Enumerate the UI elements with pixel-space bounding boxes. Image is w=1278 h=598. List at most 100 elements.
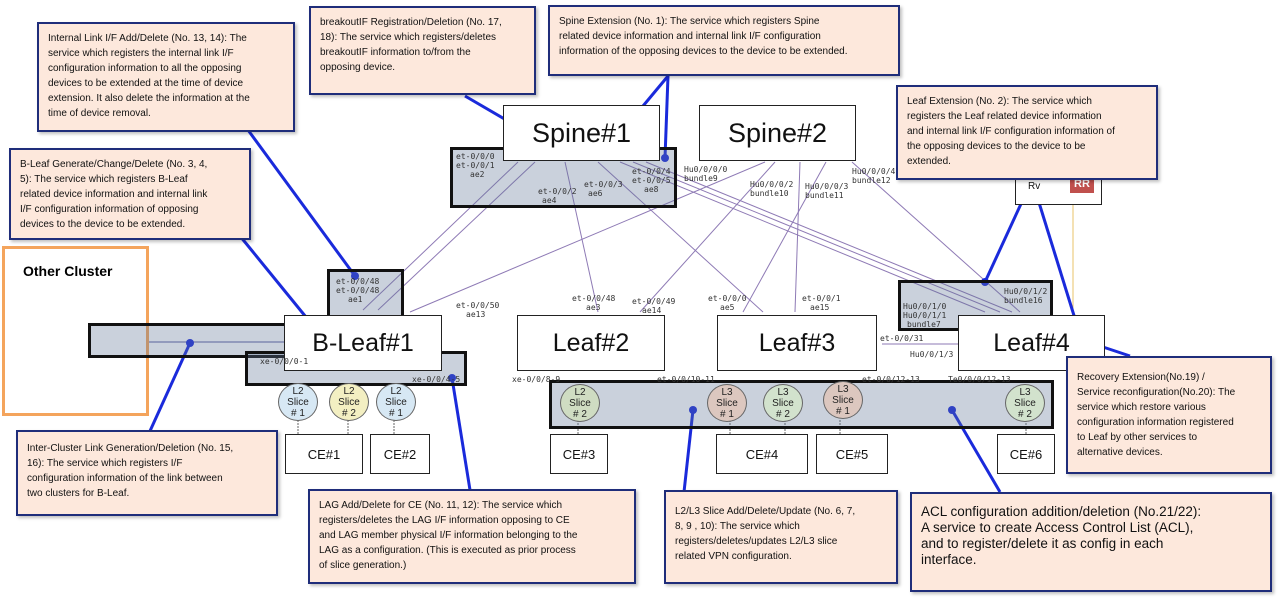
callout-line: alternative devices. <box>1077 447 1163 458</box>
callout-line: devices to the device to be extended. <box>20 219 186 230</box>
leaf-3-label: Leaf#3 <box>758 328 836 357</box>
slice-word: Slice <box>716 397 738 409</box>
callout-line: time of device removal. <box>48 108 151 119</box>
callout-breakout: breakoutIF Registration/Deletion (No. 17… <box>309 6 536 95</box>
callout-line: configuration information to all the opp… <box>48 63 242 74</box>
slice-number: # 1 <box>836 405 850 417</box>
port-line: bundle11 <box>805 191 844 200</box>
ce-5[interactable]: CE#5 <box>816 434 888 474</box>
callout-slice: L2/L3 Slice Add/Delete/Update (No. 6, 7,… <box>664 490 898 584</box>
slice-type: L3 <box>1019 386 1031 398</box>
port-line: Hu0/0/1/2 <box>1004 287 1048 296</box>
port-l4-te: Te0/0/0/12-13 <box>948 375 1011 384</box>
port-line: Hu0/0/0/0 <box>684 165 728 174</box>
callout-line: breakoutIF information to/from the <box>320 47 471 58</box>
link-sp2-leaf3a <box>794 161 801 313</box>
slice-word: Slice <box>772 397 794 409</box>
spine-1-label: Spine#1 <box>531 117 632 148</box>
callout-line: related VPN configuration. <box>675 551 792 562</box>
callout-line: B-Leaf Generate/Change/Delete (No. 3, 4, <box>20 159 208 170</box>
port-line: et-0/0/3 <box>584 180 623 189</box>
slice-type: L3 <box>777 386 789 398</box>
link-sp2-leaf3b <box>742 161 827 313</box>
port-l3-et: et-0/0/10-11 <box>657 375 715 384</box>
callout-line: A service to create Access Control List … <box>921 520 1194 535</box>
callout-line: L2/L3 Slice Add/Delete/Update (No. 6, 7, <box>675 506 856 517</box>
callout-line: and to register/delete it as config in e… <box>921 536 1164 551</box>
pointer-spine-ext-b <box>663 75 670 159</box>
leaf-3[interactable]: Leaf#3 <box>717 315 877 371</box>
port-line: et-0/0/49 <box>632 297 676 306</box>
port-line: bundle7 <box>907 320 941 329</box>
rr-device-label: Rv <box>1028 181 1041 192</box>
slice-type: L2 <box>574 386 586 398</box>
port-line: ae6 <box>588 189 603 198</box>
link-sp1-leaf4a <box>619 161 986 313</box>
callout-acl: ACL configuration addition/deletion (No.… <box>910 492 1272 592</box>
slice-type: L2 <box>292 385 304 397</box>
port-line: ae14 <box>642 306 662 315</box>
callout-internal-link: Internal Link I/F Add/Delete (No. 13, 14… <box>37 22 295 132</box>
slice-number: # 1 <box>291 407 305 419</box>
spine-2-label: Spine#2 <box>727 117 828 148</box>
link-sp2-leaf2 <box>639 161 776 313</box>
slice-word: Slice <box>569 397 591 409</box>
ce-3[interactable]: CE#3 <box>550 434 608 474</box>
port-l4-c: Hu0/0/1/3 <box>910 350 954 359</box>
port-bl-xe1: xe-0/0/0-1 <box>260 357 309 366</box>
callout-spine-extension: Spine Extension (No. 1): The service whi… <box>548 5 900 76</box>
bleaf-1[interactable]: B-Leaf#1 <box>284 315 442 371</box>
ce-2[interactable]: CE#2 <box>370 434 430 474</box>
port-l3-et2: et-0/0/12-13 <box>862 375 920 384</box>
port-line: ae13 <box>466 310 486 319</box>
callout-line: extension. It also delete the informatio… <box>48 93 250 104</box>
pointer-bleaf <box>238 235 312 323</box>
port-line: ae3 <box>586 303 601 312</box>
callout-leaf-extension: Leaf Extension (No. 2): The service whic… <box>896 85 1158 180</box>
spine-2[interactable]: Spine#2 <box>699 105 856 161</box>
port-line: ae2 <box>470 170 485 179</box>
port-line: et-0/0/48 <box>572 294 616 303</box>
link-sp1-leaf4b <box>632 161 1001 313</box>
spine-1[interactable]: Spine#1 <box>503 105 660 161</box>
callout-lag: LAG Add/Delete for CE (No. 11, 12): The … <box>308 489 636 584</box>
link-sp2-leaf4 <box>851 161 1021 313</box>
pointer-dot-inter <box>186 339 194 347</box>
ce-6[interactable]: CE#6 <box>997 434 1055 474</box>
port-line: et-0/0/2 <box>538 187 577 196</box>
slice-number: # 1 <box>389 407 403 419</box>
callout-line: registers/deletes/updates L2/L3 slice <box>675 536 838 547</box>
callout-line: registers the Leaf related device inform… <box>907 111 1102 122</box>
slice-type: L2 <box>343 385 355 397</box>
ce-1[interactable]: CE#1 <box>285 434 363 474</box>
port-line: Hu0/0/0/4 <box>852 167 896 176</box>
callout-line: two clusters for B-Leaf. <box>27 488 130 499</box>
port-bl-xe2: xe-0/0/4-5 <box>412 375 461 384</box>
link-sp1-bl1 <box>362 161 519 311</box>
pointer-dot-acl <box>948 406 956 414</box>
port-line: Hu0/0/1/1 <box>903 311 947 320</box>
port-line: ae1 <box>348 295 363 304</box>
leaf-4[interactable]: Leaf#4 <box>958 315 1105 371</box>
ce-6-label: CE#6 <box>1009 446 1043 462</box>
port-line: bundle12 <box>852 176 891 185</box>
ce-4[interactable]: CE#4 <box>716 434 808 474</box>
ce-2-label: CE#2 <box>383 446 417 462</box>
leaf-2[interactable]: Leaf#2 <box>517 315 665 371</box>
port-line: et-0/0/0 <box>456 152 495 161</box>
slice-word: Slice <box>385 396 407 408</box>
